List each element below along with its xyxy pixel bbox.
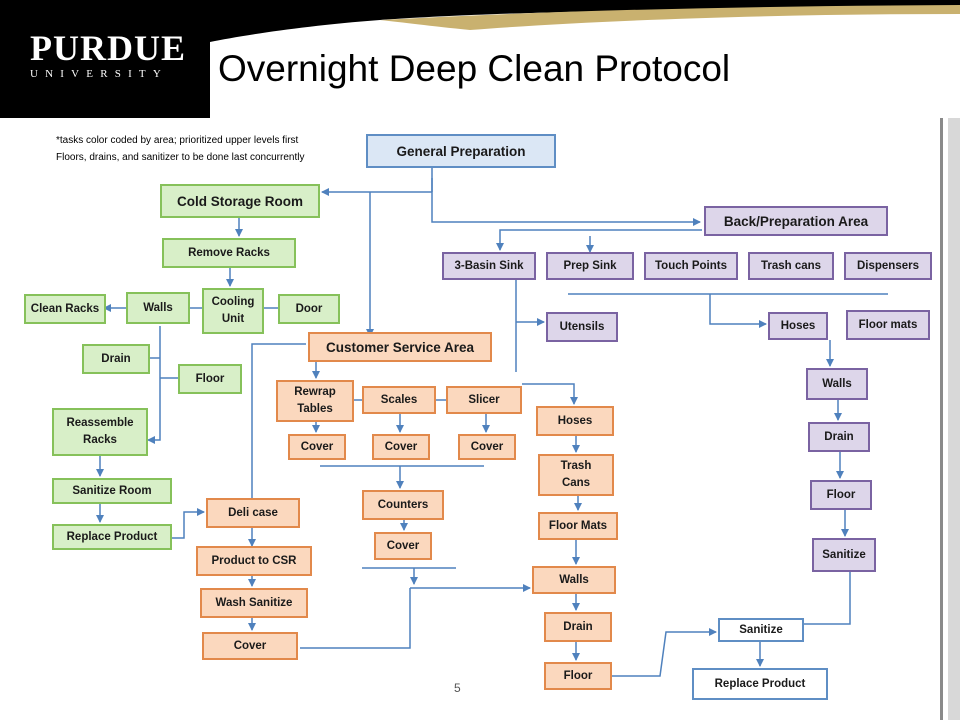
node-door: Door <box>278 294 340 324</box>
node-rewrap-tables: Rewrap Tables <box>276 380 354 422</box>
node-cs-walls: Walls <box>126 292 190 324</box>
node-back-floor-mats: Floor mats <box>846 310 930 340</box>
node-utensils: Utensils <box>546 312 618 342</box>
node-dispensers: Dispensers <box>844 252 932 280</box>
right-edge-line <box>940 118 943 720</box>
node-customer-service-area: Customer Service Area <box>308 332 492 362</box>
node-product-to-csr: Product to CSR <box>196 546 312 576</box>
note-line-2: Floors, drains, and sanitizer to be done… <box>56 152 305 163</box>
node-counters: Counters <box>362 490 444 520</box>
slide-header: PURDUE UNIVERSITY Overnight Deep Clean P… <box>0 0 960 118</box>
node-service-floor-mats: Floor Mats <box>538 512 618 540</box>
node-scales: Scales <box>362 386 436 414</box>
node-service-drain: Drain <box>544 612 612 642</box>
node-back-hoses: Hoses <box>768 312 828 340</box>
node-remove-racks: Remove Racks <box>162 238 296 268</box>
node-touch-points: Touch Points <box>644 252 738 280</box>
node-deli-case: Deli case <box>206 498 300 528</box>
node-service-walls: Walls <box>532 566 616 594</box>
node-replace-product-cold: Replace Product <box>52 524 172 550</box>
node-3-basin-sink: 3-Basin Sink <box>442 252 536 280</box>
slide-title: Overnight Deep Clean Protocol <box>218 48 731 89</box>
node-service-hoses: Hoses <box>536 406 614 436</box>
note-line-1: *tasks color coded by area; prioritized … <box>56 135 299 146</box>
page-number: 5 <box>454 681 461 695</box>
node-cover-scales: Cover <box>372 434 430 460</box>
node-final-sanitize: Sanitize <box>718 618 804 642</box>
node-slicer: Slicer <box>446 386 522 414</box>
node-deli-cover: Cover <box>202 632 298 660</box>
node-counters-cover: Cover <box>374 532 432 560</box>
node-back-floor: Floor <box>810 480 872 510</box>
node-trash-cans-back: Trash cans <box>748 252 834 280</box>
node-clean-racks: Clean Racks <box>24 294 106 324</box>
node-cover-rewrap: Cover <box>288 434 346 460</box>
logo-sub-text: UNIVERSITY <box>30 68 168 80</box>
node-service-floor: Floor <box>544 662 612 690</box>
node-back-drain: Drain <box>808 422 870 452</box>
header-swoosh <box>0 0 960 118</box>
node-cs-drain: Drain <box>82 344 150 374</box>
node-cooling-unit: Cooling Unit <box>202 288 264 334</box>
node-final-replace-product: Replace Product <box>692 668 828 700</box>
purdue-logo: PURDUE UNIVERSITY <box>30 30 186 80</box>
node-service-trash-cans: Trash Cans <box>538 454 614 496</box>
node-general-preparation: General Preparation <box>366 134 556 168</box>
node-back-sanitize: Sanitize <box>812 538 876 572</box>
node-prep-sink: Prep Sink <box>546 252 634 280</box>
node-cold-storage-room: Cold Storage Room <box>160 184 320 218</box>
node-back-preparation-area: Back/Preparation Area <box>704 206 888 236</box>
node-cs-floor: Floor <box>178 364 242 394</box>
node-cover-slicer: Cover <box>458 434 516 460</box>
node-sanitize-room: Sanitize Room <box>52 478 172 504</box>
logo-main-text: PURDUE <box>30 28 186 68</box>
node-reassemble-racks: Reassemble Racks <box>52 408 148 456</box>
node-back-walls: Walls <box>806 368 868 400</box>
right-edge-bar <box>948 118 960 720</box>
node-wash-sanitize: Wash Sanitize <box>200 588 308 618</box>
